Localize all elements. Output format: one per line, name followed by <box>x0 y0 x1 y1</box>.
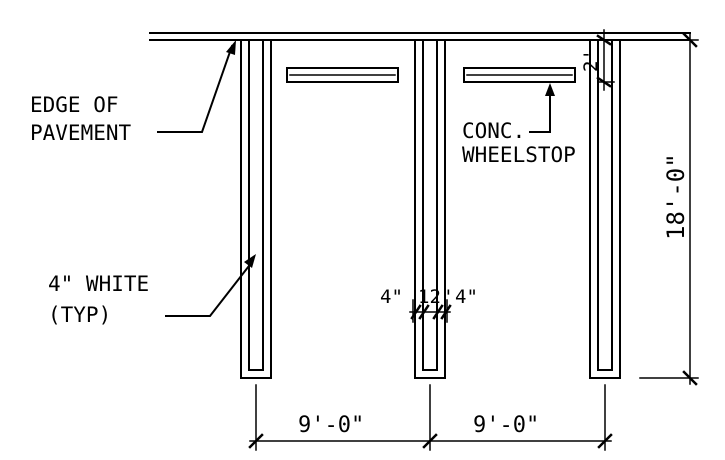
edge-label-line2: PAVEMENT <box>30 121 132 145</box>
stripe-leader-arrowhead <box>244 254 256 268</box>
edge-leader-line <box>157 44 234 133</box>
wheelstop-right <box>463 67 576 83</box>
stripe-tick-4 <box>440 304 452 320</box>
stripe-middle <box>414 39 446 379</box>
stripe-inner <box>422 39 438 371</box>
wheelstop-outer <box>463 67 576 83</box>
wheelstop-label-line1: CONC. <box>462 119 525 143</box>
stripe-inner <box>248 39 264 371</box>
width-dim-left-text: 9'-0" <box>298 413 364 438</box>
width-tick-middle <box>422 433 438 449</box>
length-tick-bottom <box>682 370 698 386</box>
edge-of-pavement-callout: EDGE OF PAVEMENT <box>30 40 236 145</box>
length-dim-text: 18'-0" <box>662 153 690 240</box>
stripe-width-dimension: 4" 12" 4" <box>380 286 478 323</box>
width-tick-right <box>597 433 613 449</box>
wheelstop-leader-arrowhead <box>545 83 555 96</box>
width-tick-left <box>248 433 264 449</box>
stripe-label-line2: (TYP) <box>48 303 111 327</box>
length-tick-top <box>682 32 698 48</box>
stripe-tick-2 <box>418 304 430 320</box>
stripe-inner <box>597 39 613 371</box>
stripe-tick-3 <box>432 304 444 320</box>
stripe-outer <box>414 39 446 379</box>
stripe-label-line1: 4" WHITE <box>48 272 149 296</box>
wheelstop-callout: CONC. WHEELSTOP <box>462 83 576 167</box>
stall-width-dimensions: 9'-0" 9'-0" <box>248 384 613 451</box>
offset-dim-text: 2' <box>580 49 602 72</box>
stripe-callout: 4" WHITE (TYP) <box>48 254 256 327</box>
wheelstop-label-line2: WHEELSTOP <box>462 143 576 167</box>
edge-leader-arrowhead <box>226 40 236 55</box>
wheelstop-leader-line <box>529 91 551 133</box>
stripe-dim-gap-text: 12" <box>418 286 452 308</box>
stripe-right <box>589 39 621 379</box>
wheelstop-outer <box>286 67 399 83</box>
stripe-outer <box>589 39 621 379</box>
stall-length-dimension: 18'-0" <box>611 32 699 386</box>
stripe-left <box>240 39 272 379</box>
stripe-dim-right-text: 4" <box>455 286 478 308</box>
edge-of-pavement <box>149 32 691 41</box>
stripe-dim-left-text: 4" <box>380 286 403 308</box>
wheelstop-left <box>286 67 399 83</box>
width-dim-right-text: 9'-0" <box>473 413 539 438</box>
stop-offset-dimension: 2' <box>580 29 615 91</box>
stripe-leader-line <box>165 260 254 317</box>
edge-label-line1: EDGE OF <box>30 93 119 117</box>
stripe-outer <box>240 39 272 379</box>
offset-tick-bottom <box>596 76 612 88</box>
offset-tick-top <box>596 34 612 46</box>
